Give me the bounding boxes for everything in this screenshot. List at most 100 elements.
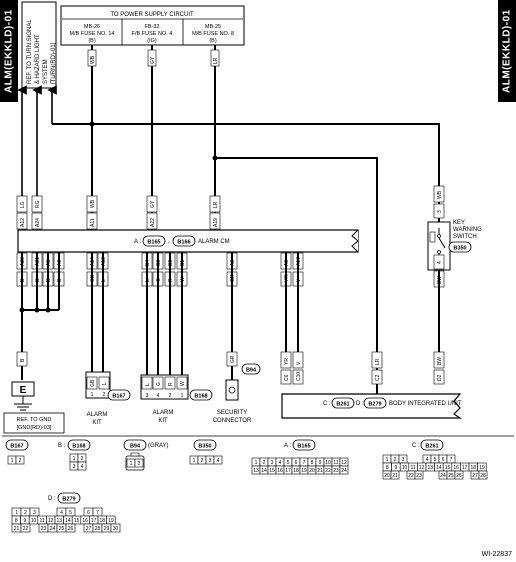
svg-text:[GND(RD)-03]: [GND(RD)-03] bbox=[17, 425, 52, 431]
svg-text:A24: A24 bbox=[35, 218, 41, 227]
svg-text:A12: A12 bbox=[20, 218, 26, 227]
svg-text:B168: B168 bbox=[72, 444, 85, 450]
alarm-cm-connector-b165: B165 bbox=[147, 240, 160, 246]
security-connector: GR B94 SECURITY CONNECTOR bbox=[213, 351, 261, 424]
svg-text:10: 10 bbox=[325, 460, 331, 466]
svg-text:20: 20 bbox=[384, 473, 390, 479]
svg-text:WB: WB bbox=[437, 190, 443, 199]
svg-text:28: 28 bbox=[95, 526, 101, 532]
svg-text:M/B FUSE NO. 8: M/B FUSE NO. 8 bbox=[192, 31, 234, 37]
fuse-mb26: MB-26 M/B FUSE NO. 14 (B) bbox=[70, 24, 115, 44]
svg-text:25: 25 bbox=[448, 473, 454, 479]
svg-text:B350: B350 bbox=[198, 444, 211, 450]
svg-text:B167: B167 bbox=[10, 444, 23, 450]
svg-text:28: 28 bbox=[480, 473, 486, 479]
svg-text:19: 19 bbox=[479, 465, 485, 471]
svg-text:GR: GR bbox=[230, 355, 236, 363]
svg-text:1: 1 bbox=[11, 458, 14, 464]
fuse-fb32: FB-32 F/B FUSE NO. 4 (IG) bbox=[132, 24, 173, 44]
svg-text:4: 4 bbox=[426, 457, 429, 463]
key-switch-label-1: KEY bbox=[453, 220, 465, 226]
svg-text:15: 15 bbox=[445, 465, 451, 471]
svg-text:3: 3 bbox=[33, 510, 36, 516]
turn-signal-ref-text-4: [TURN(RD)-01] bbox=[51, 42, 57, 84]
svg-text:B167: B167 bbox=[112, 394, 125, 400]
turn-signal-ref-box bbox=[21, 1, 57, 89]
svg-text:13: 13 bbox=[428, 465, 434, 471]
svg-text:23: 23 bbox=[333, 468, 339, 474]
svg-text:12: 12 bbox=[48, 518, 54, 524]
svg-text:4: 4 bbox=[217, 458, 220, 464]
svg-text:2: 2 bbox=[103, 392, 106, 398]
svg-text:5: 5 bbox=[69, 510, 72, 516]
svg-text:15: 15 bbox=[269, 468, 275, 474]
svg-text:10: 10 bbox=[31, 518, 37, 524]
svg-text:B261: B261 bbox=[425, 444, 438, 450]
svg-text:18: 18 bbox=[293, 468, 299, 474]
svg-text:W: W bbox=[180, 381, 186, 386]
svg-text:29: 29 bbox=[104, 526, 110, 532]
svg-text:D :: D : bbox=[356, 401, 364, 407]
svg-text:C :: C : bbox=[323, 401, 331, 407]
svg-text:KIT: KIT bbox=[92, 420, 102, 426]
svg-text:LR: LR bbox=[213, 57, 219, 64]
svg-text:3: 3 bbox=[271, 460, 274, 466]
svg-text:19: 19 bbox=[108, 518, 114, 524]
svg-text:26: 26 bbox=[68, 526, 74, 532]
svg-text:1: 1 bbox=[193, 458, 196, 464]
svg-text:3: 3 bbox=[437, 210, 443, 213]
svg-text:B168: B168 bbox=[194, 394, 207, 400]
svg-text:22: 22 bbox=[408, 473, 414, 479]
svg-text:A22: A22 bbox=[150, 218, 156, 227]
svg-text:MB-25: MB-25 bbox=[205, 24, 221, 30]
svg-text:27: 27 bbox=[86, 526, 92, 532]
svg-text:24: 24 bbox=[440, 473, 446, 479]
svg-text:WB: WB bbox=[90, 199, 96, 208]
svg-text:ALARM: ALARM bbox=[87, 412, 108, 418]
svg-text:26: 26 bbox=[456, 473, 462, 479]
svg-text:2: 2 bbox=[138, 461, 141, 467]
svg-text:23: 23 bbox=[416, 473, 422, 479]
svg-text:22: 22 bbox=[325, 468, 331, 474]
svg-text:3: 3 bbox=[146, 393, 149, 399]
svg-text:3: 3 bbox=[73, 464, 76, 470]
figure-code: WI-22837 bbox=[482, 551, 512, 558]
svg-text:12: 12 bbox=[419, 465, 425, 471]
biu-connector-b279: B279 bbox=[368, 402, 381, 408]
svg-text:A19: A19 bbox=[213, 218, 219, 227]
svg-text:11: 11 bbox=[39, 518, 44, 524]
svg-text:LG: LG bbox=[20, 201, 26, 208]
svg-text:(GRAY): (GRAY) bbox=[148, 443, 169, 449]
svg-text:D :: D : bbox=[48, 496, 56, 502]
wire-labels-power: WB GY LR bbox=[87, 49, 220, 67]
svg-text:2: 2 bbox=[169, 393, 172, 399]
svg-text:5: 5 bbox=[287, 460, 290, 466]
svg-text:15: 15 bbox=[74, 518, 80, 524]
svg-text:SECURITY: SECURITY bbox=[217, 410, 247, 416]
svg-text:2: 2 bbox=[394, 457, 397, 463]
alarm-cm-prefix: A : bbox=[134, 239, 141, 245]
svg-text:13: 13 bbox=[57, 518, 63, 524]
ground-ref-box bbox=[3, 412, 65, 434]
svg-text:4: 4 bbox=[157, 393, 160, 399]
svg-text:MB-26: MB-26 bbox=[84, 24, 100, 30]
svg-text:B :: B : bbox=[58, 443, 66, 449]
svg-text:17: 17 bbox=[462, 465, 468, 471]
svg-text:B279: B279 bbox=[62, 497, 75, 503]
svg-text:17: 17 bbox=[91, 518, 97, 524]
svg-text:6: 6 bbox=[442, 457, 445, 463]
key-switch-connector: B350 bbox=[453, 246, 466, 252]
svg-text:9: 9 bbox=[24, 518, 27, 524]
svg-text:2: 2 bbox=[24, 510, 27, 516]
